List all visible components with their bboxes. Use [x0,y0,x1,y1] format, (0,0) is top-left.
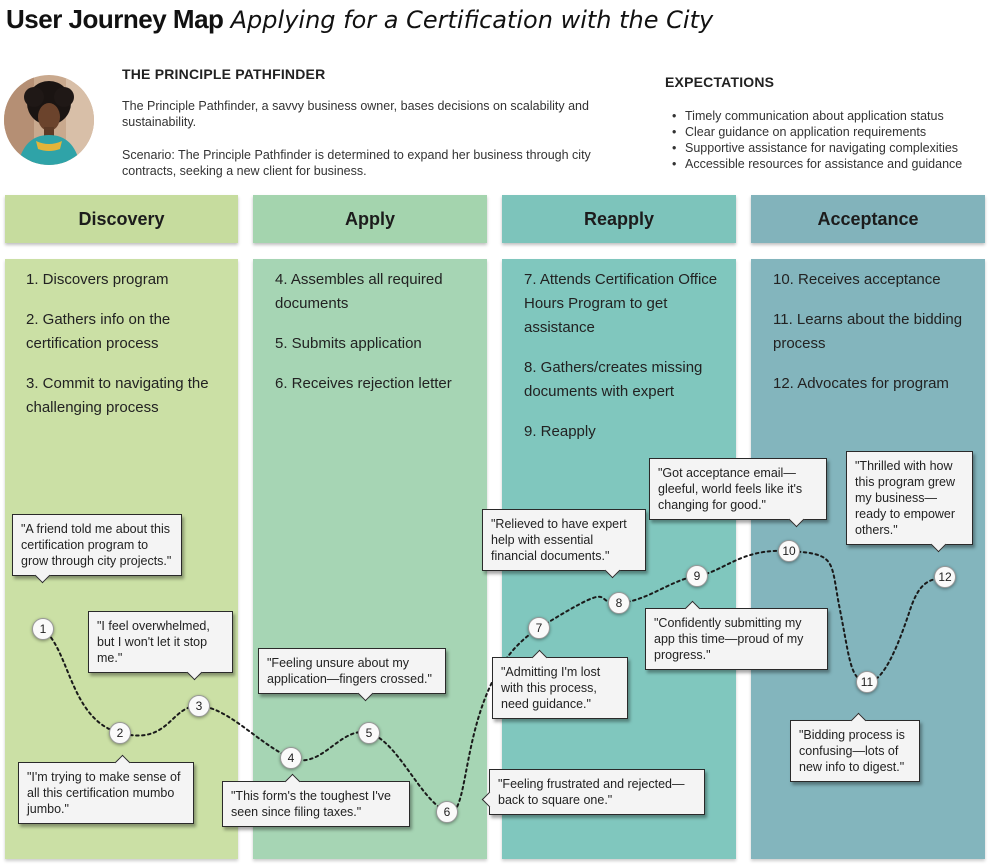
journey-node-5: 5 [358,722,380,744]
expectations-title: EXPECTATIONS [665,74,775,90]
quote-text: "Confidently submitting my app this time… [654,616,804,662]
quote-bubble-8: "Relieved to have expert help with essen… [482,509,646,571]
step-item: 9. Reapply [524,423,596,440]
quote-text: "Thrilled with how this program grew my … [855,459,956,537]
journey-node-10: 10 [778,540,800,562]
step-item: 5. Submits application [275,335,422,352]
quote-text: "I'm trying to make sense of all this ce… [27,770,181,816]
quote-bubble-7: "Admitting I'm lost with this process, n… [492,657,628,719]
title-subtitle: Applying for a Certification with the Ci… [230,6,714,34]
persona-description: The Principle Pathfinder, a savvy busine… [122,99,589,129]
journey-node-8: 8 [608,592,630,614]
step-item: 3. Commit to navigating the challenging … [26,375,209,416]
step-item: 2. Gathers info on the certification pro… [26,311,171,352]
quote-bubble-9: "Confidently submitting my app this time… [645,608,828,670]
quote-bubble-11: "Bidding process is confusing—lots of ne… [790,720,920,782]
journey-node-7: 7 [528,617,550,639]
persona-avatar [4,75,94,165]
step-item: 6. Receives rejection letter [275,375,452,392]
expectation-item: Clear guidance on application requiremen… [672,124,962,140]
title-main: User Journey Map [6,4,224,34]
expectation-item: Supportive assistance for navigating com… [672,140,962,156]
step-item: 10. Receives acceptance [773,271,941,288]
quote-bubble-10: "Got acceptance email—gleeful, world fee… [649,458,827,520]
quote-text: "Feeling frustrated and rejected—back to… [498,777,685,807]
step-item: 7. Attends Certification Office Hours Pr… [524,271,718,336]
page-title: User Journey Map Applying for a Certific… [6,4,713,35]
quote-text: "A friend told me about this certificati… [21,522,172,568]
step-item: 12. Advocates for program [773,375,949,392]
phase-steps-apply: 4. Assembles all required documents 5. S… [275,268,490,412]
quote-text: "This form's the toughest I've seen sinc… [231,789,391,819]
persona-name: THE PRINCIPLE PATHFINDER [122,66,326,82]
quote-text: "Admitting I'm lost with this process, n… [501,665,601,711]
journey-node-4: 4 [280,747,302,769]
quote-bubble-12: "Thrilled with how this program grew my … [846,451,973,545]
step-item: 1. Discovers program [26,271,169,288]
quote-bubble-2: "I'm trying to make sense of all this ce… [18,762,194,824]
journey-node-9: 9 [686,565,708,587]
phase-header-acceptance: Acceptance [751,195,985,243]
expectation-item: Accessible resources for assistance and … [672,156,962,172]
quote-bubble-3: "I feel overwhelmed, but I won't let it … [88,611,233,673]
journey-node-6: 6 [436,801,458,823]
step-item: 8. Gathers/creates missing documents wit… [524,359,703,400]
step-item: 4. Assembles all required documents [275,271,443,312]
quote-text: "I feel overwhelmed, but I won't let it … [97,619,210,665]
quote-text: "Got acceptance email—gleeful, world fee… [658,466,803,512]
journey-node-2: 2 [109,722,131,744]
step-item: 11. Learns about the bidding process [773,311,963,352]
journey-node-12: 12 [934,566,956,588]
quote-text: "Feeling unsure about my application—fin… [267,656,432,686]
journey-node-3: 3 [188,695,210,717]
phase-steps-discovery: 1. Discovers program 2. Gathers info on … [26,268,241,436]
expectations-list: Timely communication about application s… [672,108,962,172]
journey-node-11: 11 [856,671,878,693]
phase-header-discovery: Discovery [5,195,238,243]
quote-bubble-5: "Feeling unsure about my application—fin… [258,648,446,694]
quote-bubble-4: "This form's the toughest I've seen sinc… [222,781,410,827]
quote-bubble-1: "A friend told me about this certificati… [12,514,182,576]
quote-bubble-6: "Feeling frustrated and rejected—back to… [489,769,705,815]
phase-header-reapply: Reapply [502,195,736,243]
persona-scenario: Scenario: The Principle Pathfinder is de… [122,148,591,178]
expectation-item: Timely communication about application s… [672,108,962,124]
quote-text: "Bidding process is confusing—lots of ne… [799,728,905,774]
phase-steps-reapply: 7. Attends Certification Office Hours Pr… [524,268,739,460]
quote-text: "Relieved to have expert help with essen… [491,517,627,563]
journey-node-1: 1 [32,618,54,640]
phase-steps-acceptance: 10. Receives acceptance 11. Learns about… [773,268,988,412]
phase-header-apply: Apply [253,195,487,243]
